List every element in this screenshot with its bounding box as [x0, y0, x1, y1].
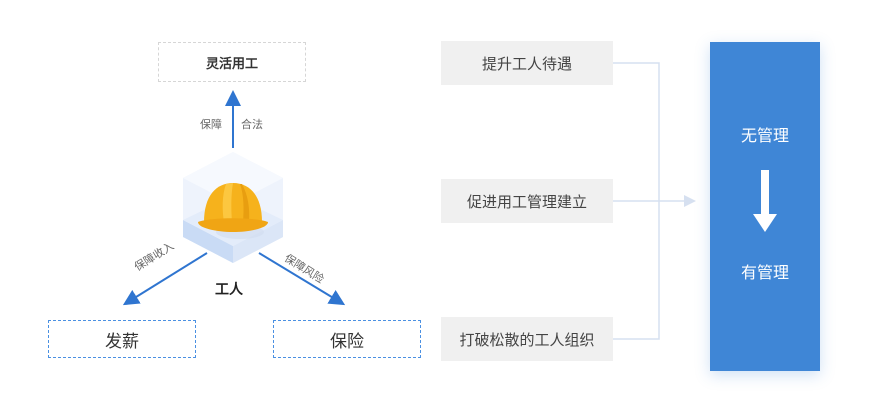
flexible-employment-box: 灵活用工 — [158, 42, 306, 82]
goal-label: 提升工人待遇 — [481, 54, 572, 73]
from-label: 无管理 — [740, 126, 789, 145]
goal-label: 打破松散的工人组织 — [459, 330, 595, 349]
arrow-right — [258, 252, 346, 306]
to-label: 有管理 — [740, 263, 789, 282]
top-target-label: 灵活用工 — [205, 56, 258, 72]
hardhat-icon — [198, 183, 268, 239]
goal-label: 促进用工管理建立 — [466, 192, 587, 211]
label-guarantee: 保障 — [200, 118, 222, 131]
label-legal: 合法 — [241, 118, 263, 131]
insurance-label: 保险 — [330, 331, 364, 352]
arrow-left — [122, 252, 208, 306]
worker-label: 工人 — [215, 282, 243, 298]
goal-item: 促进用工管理建立 — [441, 179, 613, 223]
management-panel: 无管理 有管理 — [710, 42, 820, 371]
insurance-box: 保险 — [273, 320, 421, 358]
payroll-box: 发薪 — [48, 320, 196, 358]
arrow-down-icon — [753, 170, 777, 232]
goal-item: 打破松散的工人组织 — [441, 317, 613, 361]
goal-item: 提升工人待遇 — [441, 41, 613, 85]
payroll-label: 发薪 — [105, 331, 139, 352]
